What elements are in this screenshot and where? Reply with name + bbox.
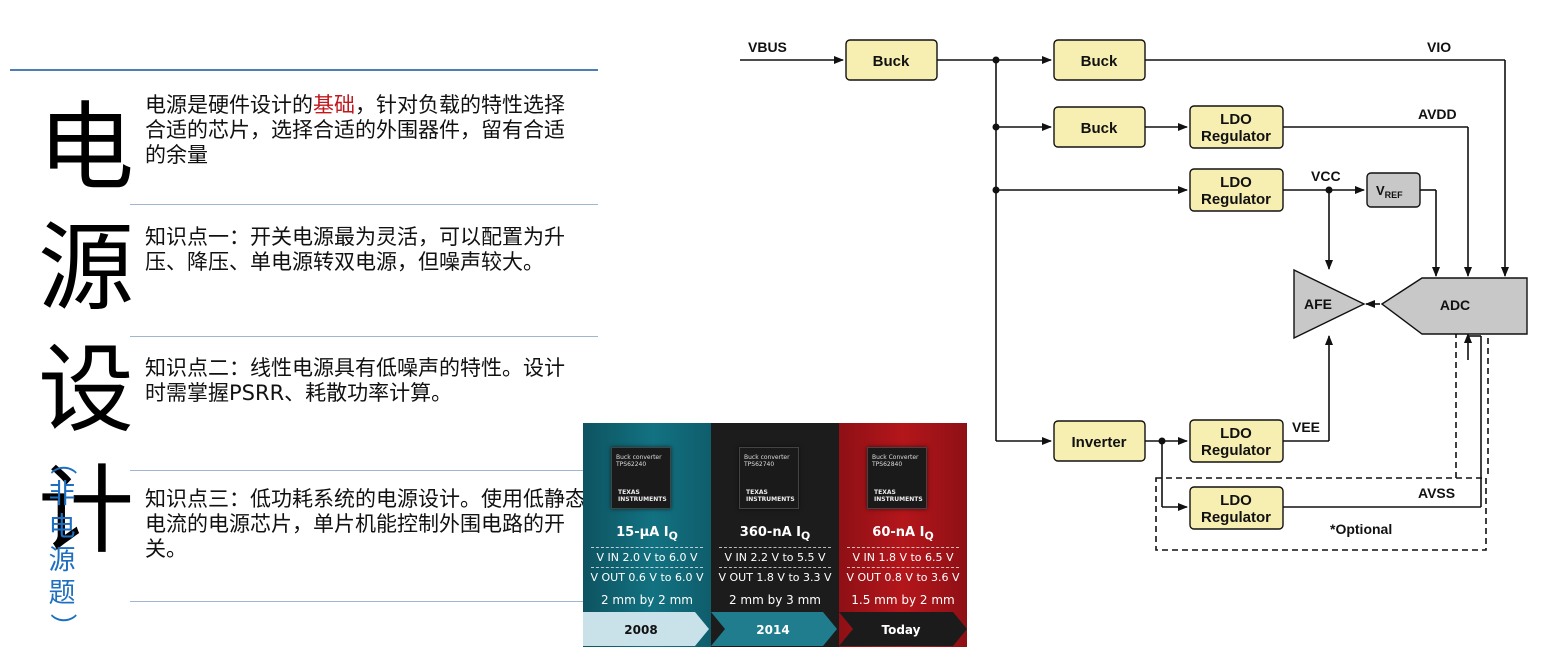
vref-label: VREF [1376, 183, 1403, 200]
big-char-2: 源 [38, 212, 134, 324]
year-2008: 2008 [624, 623, 657, 637]
vin-range: V IN 2.0 V to 6.0 V [596, 551, 698, 564]
buck-3-label: Buck [1081, 120, 1118, 137]
afe-triangle [1293, 268, 1366, 340]
ldo-1-sublabel: Regulator [1201, 128, 1271, 145]
vcc-label: VCC [1311, 168, 1341, 184]
ldo-2-sublabel: Regulator [1201, 191, 1271, 208]
block-linear-power: 知识点二：线性电源具有低噪声的特性。设计时需掌握PSRR、耗散功率计算。 [145, 356, 565, 405]
vertical-note-char: 非 [48, 479, 76, 510]
vout-range: V OUT 1.8 V to 3.3 V [718, 571, 832, 584]
vio-label: VIO [1427, 39, 1451, 55]
block-power-basics: 电源是硬件设计的基础，针对负载的特性选择合适的芯片，选择合适的外围器件，留有合适… [145, 93, 575, 168]
dash-line [591, 547, 703, 548]
ldo-3-label: LDO [1220, 425, 1252, 442]
buck-block-1 [845, 39, 938, 81]
year-today: Today [882, 623, 921, 637]
chip-text: Buck converter TPS62240 [616, 454, 662, 468]
ti-logo: TEXAS INSTRUMENTS [746, 489, 795, 503]
vout-range: V OUT 0.8 V to 3.6 V [846, 571, 960, 584]
vin-range: V IN 2.2 V to 5.5 V [724, 551, 826, 564]
vee-label: VEE [1292, 419, 1320, 435]
block1-highlight: 基础 [313, 93, 355, 117]
adc-label: ADC [1440, 297, 1470, 313]
vref-block [1366, 172, 1421, 208]
ldo-4-sublabel: Regulator [1201, 509, 1271, 526]
vin-range: V IN 1.8 V to 6.5 V [852, 551, 954, 564]
afe-label: AFE [1304, 296, 1332, 312]
big-char-4: 计 [38, 455, 134, 567]
big-char-3: 设 [38, 334, 134, 446]
buck-2-label: Buck [1081, 53, 1118, 70]
arrow-2014 [711, 612, 837, 646]
inverter-label: Inverter [1071, 434, 1126, 451]
timeline-arrows: 2008 2014 Today [583, 612, 967, 646]
quiescent-current: 60-nA IQ [872, 525, 934, 543]
chip-text: Buck Converter TPS62840 [872, 454, 919, 468]
buck-block-3 [1053, 106, 1146, 148]
big-char-1: 电 [38, 92, 134, 204]
dash-line [719, 547, 831, 548]
ti-logo: TEXAS INSTRUMENTS [874, 489, 923, 503]
buck-block-2 [1053, 39, 1146, 81]
optional-label: *Optional [1330, 521, 1392, 537]
block1-pre: 电源是硬件设计的 [145, 93, 313, 117]
block1-post: ，针对负载的特性选择合适的芯片，选择合适的外围器件，留有合适的余量 [145, 93, 565, 167]
block-low-power: 知识点三：低功耗系统的电源设计。使用低静态电流的电源芯片，单片机能控制外围电路的… [145, 487, 586, 561]
vertical-note-char: 电 [48, 512, 76, 543]
quiescent-current: 15-μA IQ [616, 525, 678, 543]
vertical-note-char: 题 [48, 578, 76, 609]
vbus-label: VBUS [748, 39, 787, 55]
package-size: 2 mm by 2 mm [600, 593, 693, 607]
chip-text: Buck converter TPS62740 [744, 454, 790, 468]
ldo-block-4 [1189, 486, 1284, 530]
vertical-note-char: 源 [48, 545, 76, 576]
dash-line [847, 547, 959, 548]
buck-1-label: Buck [873, 53, 910, 70]
ldo-block-1 [1189, 105, 1284, 149]
ldo-3-sublabel: Regulator [1201, 442, 1271, 459]
year-2014: 2014 [756, 623, 789, 637]
ldo-4-label: LDO [1220, 492, 1252, 509]
avdd-label: AVDD [1418, 106, 1457, 122]
inverter-block [1053, 420, 1146, 462]
package-size: 1.5 mm by 2 mm [851, 593, 955, 607]
arrow-2008 [583, 612, 709, 646]
ldo-1-label: LDO [1220, 111, 1252, 128]
avss-label: AVSS [1418, 485, 1455, 501]
adc-block [1380, 277, 1528, 335]
divider-3 [130, 470, 598, 471]
divider-4 [130, 601, 598, 602]
top-rule [10, 69, 598, 71]
divider-2 [130, 336, 598, 337]
ldo-block-3 [1189, 419, 1284, 463]
divider-1 [130, 204, 598, 205]
vertical-note: （ 非 电 源 题 ） [42, 445, 82, 643]
block-switching-power: 知识点一：开关电源最为灵活，可以配置为升压、降压、单电源转双电源，但噪声较大。 [145, 225, 565, 274]
package-size: 2 mm by 3 mm [728, 593, 821, 607]
dash-line [847, 567, 959, 568]
dash-line [591, 567, 703, 568]
quiescent-current: 360-nA IQ [739, 525, 811, 543]
ldo-2-label: LDO [1220, 174, 1252, 191]
ldo-block-2 [1189, 168, 1284, 212]
vout-range: V OUT 0.6 V to 6.0 V [590, 571, 704, 584]
dash-line [719, 567, 831, 568]
arrow-today [839, 612, 967, 646]
ti-logo: TEXAS INSTRUMENTS [618, 489, 667, 503]
